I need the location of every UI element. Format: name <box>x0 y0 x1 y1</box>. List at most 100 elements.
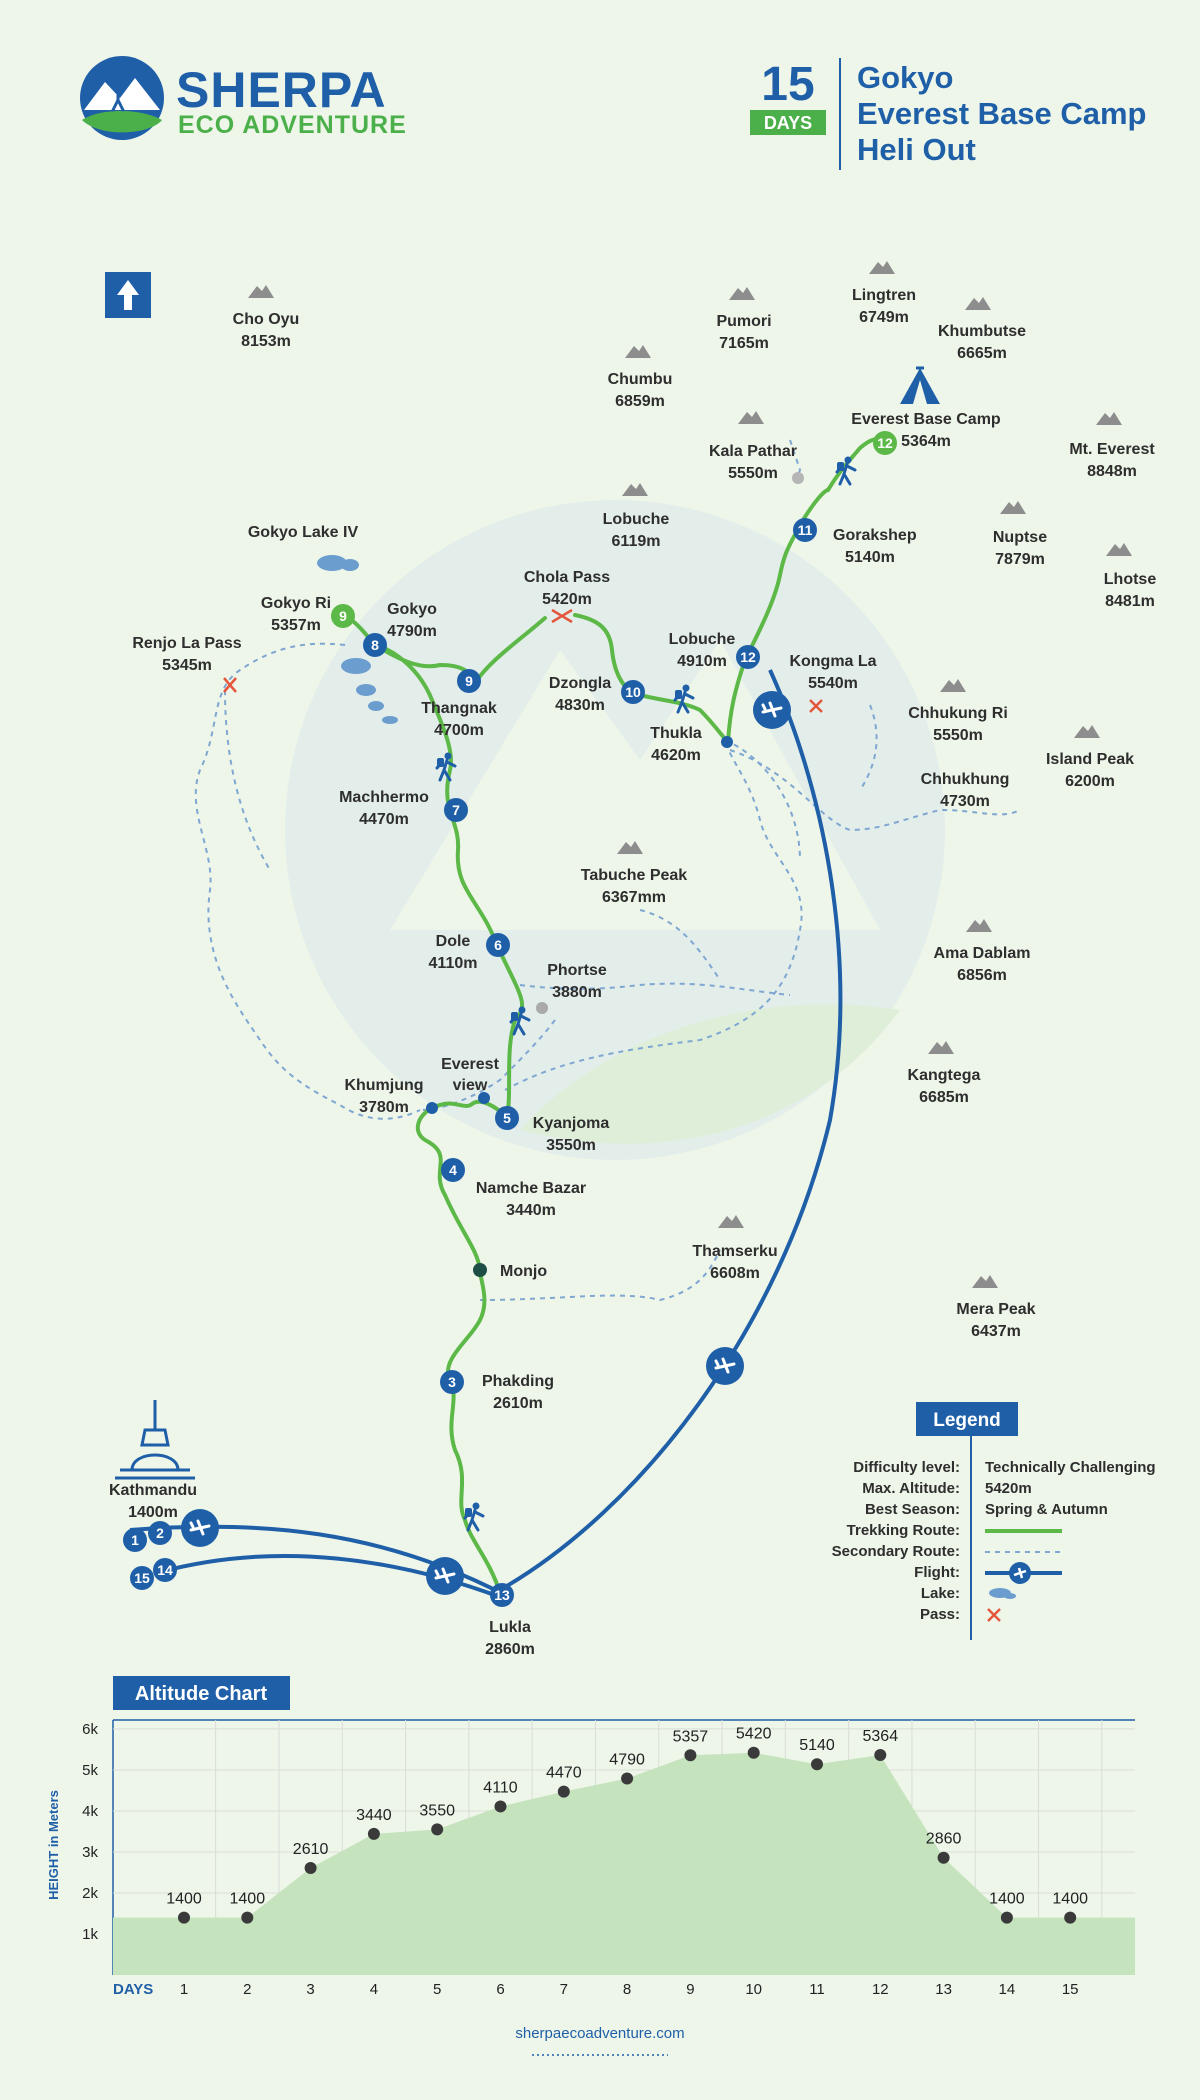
y-tick-label: 3k <box>82 1844 98 1861</box>
place-monjo: Monjo <box>500 1263 547 1280</box>
footer: sherpaecoadventure.com <box>515 2025 685 2056</box>
place-everest-view: Everest <box>441 1056 499 1073</box>
svg-text:4470m: 4470m <box>359 811 409 828</box>
day-marker-15: 15 <box>130 1566 154 1590</box>
svg-text:Khumbutse: Khumbutse <box>938 323 1026 340</box>
svg-text:5540m: 5540m <box>808 675 858 692</box>
peak-lhotse: Lhotse 8481m <box>1104 543 1156 610</box>
legend-label-flight: Flight: <box>914 1564 960 1581</box>
x-axis-label: DAYS <box>113 1981 153 1998</box>
place-gokyo: Gokyo <box>387 601 437 618</box>
logo-hiker-icon <box>107 78 128 112</box>
flight-lukla-ebc <box>499 669 843 1592</box>
day-marker-9-gokyo-ri: 9 <box>331 604 355 628</box>
x-tick-label: 3 <box>306 1981 314 1998</box>
plane-markers <box>181 691 791 1595</box>
data-point <box>747 1746 760 1759</box>
value-label: 5140 <box>799 1737 835 1754</box>
svg-text:9: 9 <box>339 608 347 624</box>
legend-pass-icon <box>987 1608 1001 1622</box>
value-label: 4790 <box>609 1752 645 1769</box>
peak-khumbutse: Khumbutse 6665m <box>938 297 1026 362</box>
peak-chumbu: Chumbu 6859m <box>608 345 672 410</box>
brand-logo[interactable]: SHERPA ECO ADVENTURE <box>80 56 407 140</box>
data-point <box>811 1758 823 1771</box>
svg-text:8153m: 8153m <box>241 333 291 350</box>
place-chhukhung: Chhukhung <box>921 771 1010 788</box>
peak-mt-everest: Mt. Everest 8848m <box>1069 412 1155 480</box>
day-marker-2: 2 <box>148 1521 172 1545</box>
svg-text:Thamserku: Thamserku <box>692 1243 777 1260</box>
svg-text:Island Peak: Island Peak <box>1046 751 1134 768</box>
day-marker-8: 8 <box>363 633 387 657</box>
stupa-icon <box>115 1400 195 1480</box>
legend: Legend Difficulty level: Technically Cha… <box>832 1402 1156 1640</box>
peak-chhukung-ri: Chhukung Ri 5550m <box>908 679 1008 744</box>
peak-pumori: Pumori 7165m <box>716 287 772 352</box>
value-label: 1400 <box>989 1891 1025 1908</box>
svg-text:5420m: 5420m <box>542 591 592 608</box>
svg-text:6685m: 6685m <box>919 1089 969 1106</box>
svg-text:Lingtren: Lingtren <box>852 287 916 304</box>
svg-text:5345m: 5345m <box>162 657 212 674</box>
x-tick-label: 5 <box>433 1981 441 1998</box>
svg-text:11: 11 <box>798 522 813 538</box>
day-marker-11: 11 <box>793 518 817 542</box>
plane-icon <box>426 1557 464 1595</box>
svg-text:3880m: 3880m <box>552 984 602 1001</box>
value-label: 4470 <box>546 1765 582 1782</box>
data-point <box>874 1749 887 1762</box>
value-label: 1400 <box>166 1891 202 1908</box>
svg-text:7: 7 <box>452 802 460 818</box>
svg-text:1: 1 <box>131 1532 139 1548</box>
pass-icon <box>551 608 573 624</box>
x-tick-label: 14 <box>999 1981 1016 1998</box>
day-marker-14: 14 <box>153 1558 177 1582</box>
svg-text:8481m: 8481m <box>1105 593 1155 610</box>
svg-text:7879m: 7879m <box>995 551 1045 568</box>
title-line-1: Gokyo <box>857 60 953 95</box>
svg-text:5: 5 <box>503 1110 511 1126</box>
svg-text:4910m: 4910m <box>677 653 727 670</box>
svg-text:10: 10 <box>625 684 641 700</box>
svg-text:Pumori: Pumori <box>716 313 771 330</box>
x-tick-label: 13 <box>935 1981 952 1998</box>
legend-value-season: Spring & Autumn <box>985 1501 1108 1518</box>
legend-label-lake: Lake: <box>921 1585 960 1602</box>
x-tick-label: 10 <box>745 1981 762 1998</box>
x-tick-label: 1 <box>180 1981 188 1998</box>
data-point <box>304 1861 317 1874</box>
north-arrow-icon <box>105 272 151 318</box>
day-marker-5: 5 <box>495 1106 519 1130</box>
data-points <box>178 1746 1077 1924</box>
svg-text:9: 9 <box>465 673 473 689</box>
peaks: Cho Oyu 8153m Pumori 7165m Lingtren 6749… <box>233 261 1156 1340</box>
place-machhermo: Machhermo <box>339 789 429 806</box>
data-point <box>937 1851 950 1864</box>
svg-text:Nuptse: Nuptse <box>993 529 1047 546</box>
lakes <box>317 555 398 724</box>
website-link[interactable]: sherpaecoadventure.com <box>515 2025 684 2042</box>
svg-text:6749m: 6749m <box>859 309 909 326</box>
place-renjo-la: Renjo La Pass <box>132 635 241 652</box>
svg-text:6856m: 6856m <box>957 967 1007 984</box>
data-point <box>178 1911 190 1924</box>
peak-mera-peak: Mera Peak 6437m <box>956 1275 1036 1340</box>
place-kathmandu: Kathmandu <box>109 1482 197 1499</box>
data-point <box>621 1772 634 1785</box>
peak-cho-oyu: Cho Oyu 8153m <box>233 285 299 350</box>
y-axis-label: HEIGHT in Meters <box>46 1790 61 1900</box>
svg-text:12: 12 <box>740 649 756 665</box>
svg-text:12: 12 <box>877 435 893 451</box>
value-label: 5357 <box>673 1728 709 1745</box>
svg-text:Mera Peak: Mera Peak <box>956 1301 1035 1318</box>
legend-label-trek: Trekking Route: <box>847 1522 960 1539</box>
place-kongma-la: Kongma La <box>789 653 876 670</box>
background-emblem <box>285 500 945 1160</box>
svg-text:15: 15 <box>134 1570 150 1586</box>
svg-text:4620m: 4620m <box>651 747 701 764</box>
legend-label-difficulty: Difficulty level: <box>853 1459 960 1476</box>
value-label: 4110 <box>483 1779 518 1796</box>
